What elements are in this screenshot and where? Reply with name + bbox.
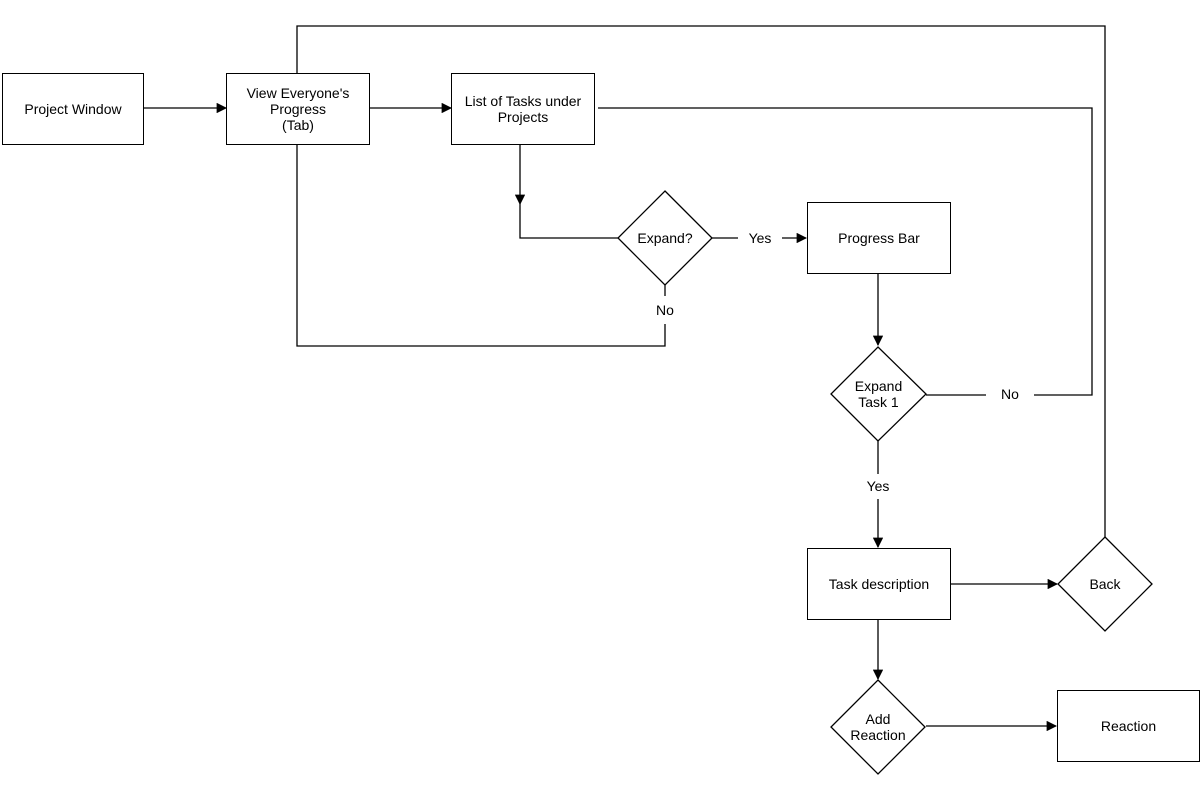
diamond-back [1057, 536, 1153, 632]
node-project-window[interactable]: Project Window [2, 73, 144, 145]
edge-label-expand-no: No [652, 302, 678, 318]
edge-back-to-top [296, 25, 1106, 537]
diamond-expand [617, 190, 713, 286]
edge-expand-no-b [296, 145, 666, 347]
node-task-list[interactable]: List of Tasks under Projects [451, 73, 595, 145]
edge-tasks-to-expand-2 [519, 204, 618, 239]
edge-label-expandtask-no: No [997, 386, 1023, 402]
diamond-expand-task [830, 346, 927, 442]
edge-expandtask-no-b [598, 107, 1093, 396]
diamond-add-reaction [830, 679, 926, 775]
node-task-description[interactable]: Task description [807, 548, 951, 620]
node-reaction[interactable]: Reaction [1057, 690, 1200, 762]
node-progress-bar[interactable]: Progress Bar [807, 202, 951, 274]
edge-label-expandtask-yes: Yes [862, 478, 894, 494]
edge-label-expand-yes: Yes [744, 230, 776, 246]
node-view-progress[interactable]: View Everyone's Progress (Tab) [226, 73, 370, 145]
